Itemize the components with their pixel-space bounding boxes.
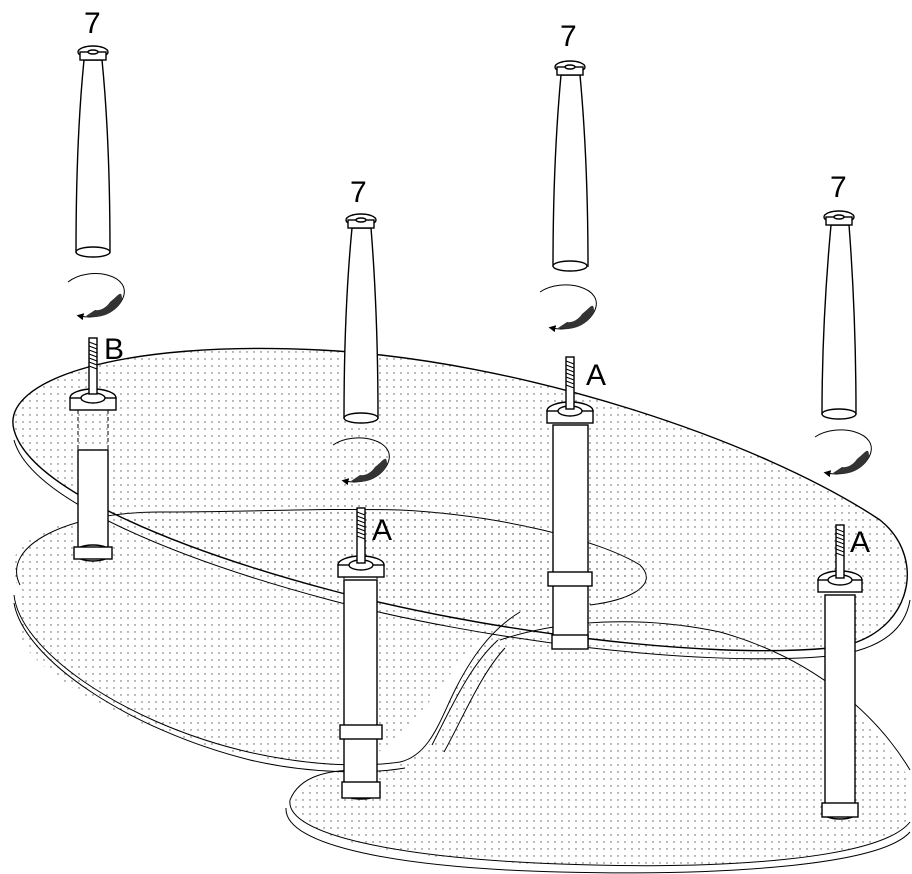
screw-b	[88, 337, 98, 395]
rotate-arrow-icon	[332, 437, 390, 486]
post-center-right	[546, 401, 594, 650]
post-right	[817, 570, 863, 820]
post-left	[69, 388, 117, 562]
rotate-arrow-icon	[814, 429, 872, 478]
screw-label-b: B	[104, 333, 124, 366]
post-center-left	[337, 555, 385, 800]
tapered-leg-2	[343, 213, 379, 424]
screw-a-1	[356, 507, 366, 564]
screw-label-a: A	[586, 359, 606, 392]
leg-label: 7	[84, 7, 101, 40]
screw-label-a: A	[850, 526, 870, 559]
screw-label-a: A	[372, 514, 392, 547]
rotate-arrow-icon	[67, 273, 125, 321]
tapered-leg-4	[821, 210, 857, 420]
leg-label: 7	[350, 176, 367, 209]
tapered-leg-1	[75, 45, 111, 258]
rotate-arrow-icon	[539, 284, 597, 333]
screw-a-2	[565, 356, 575, 410]
leg-label: 7	[830, 171, 847, 204]
screw-a-3	[835, 524, 845, 579]
tapered-leg-3	[552, 60, 589, 272]
leg-label: 7	[560, 20, 577, 53]
